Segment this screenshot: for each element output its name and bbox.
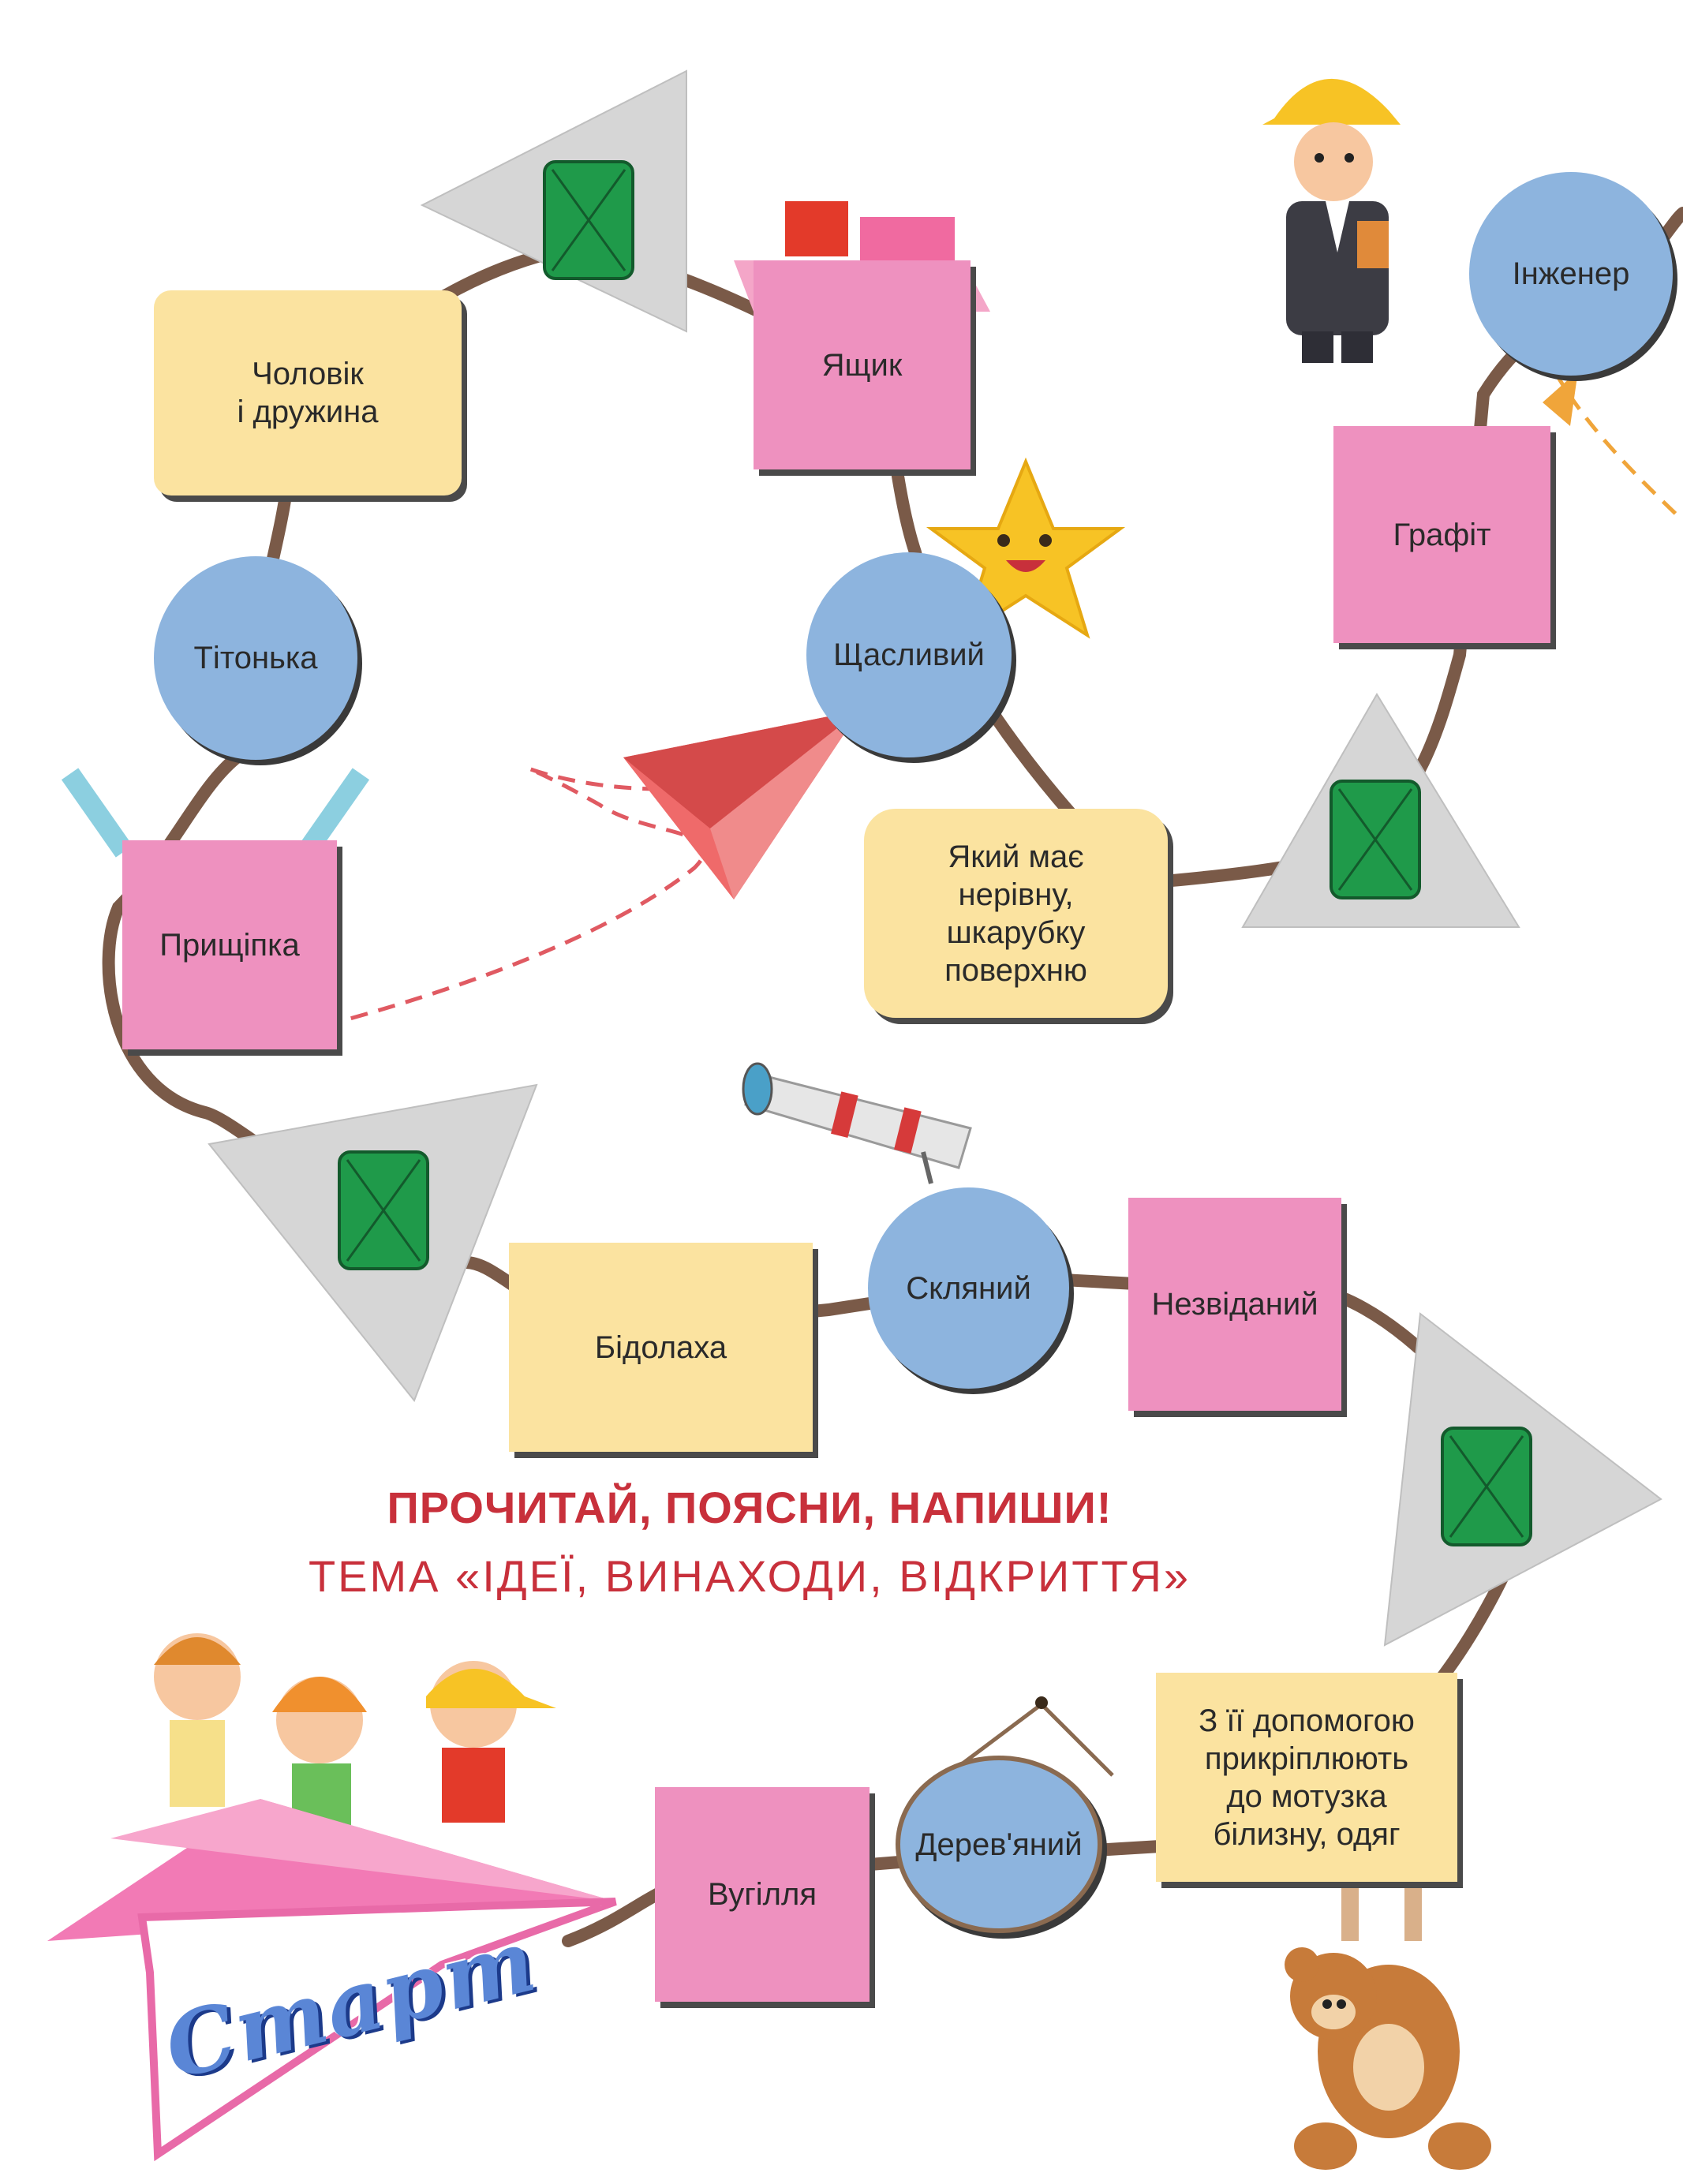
cell-label: Чоловік і дружина [237,357,379,429]
cell-nezvidanyi[interactable]: Незвіданий [1128,1198,1341,1411]
triangle-card-icon [1241,693,1520,928]
cell-cholovik-i-druzhyna[interactable]: Чоловік і дружина [154,290,462,496]
clothespin-icon [61,768,370,858]
page-subtitle: ТЕМА «ІДЕЇ, ВИНАХОДИ, ВІДКРИТТЯ» [308,1551,1191,1601]
triangle-card-icon [420,69,687,333]
teddy-bear-icon [1285,1866,1491,2170]
cell-sklianyi[interactable]: Скляний [868,1187,1069,1389]
cell-inzhener[interactable]: Інженер [1469,172,1673,376]
cell-pryshchipka-definition[interactable]: З її допомогою прикріплюють до мотузка б… [1156,1673,1457,1882]
cell-label: Скляний [906,1270,1031,1306]
cell-shkarubkyi-definition[interactable]: Який має нерівну, шкарубку поверхню [864,809,1168,1018]
cell-pryshchipka[interactable]: Прищіпка [122,840,337,1049]
cell-yashchyk[interactable]: Ящик [754,260,971,469]
engineer-icon [1262,78,1401,363]
page-title: ПРОЧИТАЙ, ПОЯСНИ, НАПИШИ! [387,1483,1113,1532]
cell-label: Прищіпка [159,927,300,963]
cell-label: Бідолаха [594,1329,727,1365]
kids-icon [154,1633,556,1842]
cell-bidolakha[interactable]: Бідолаха [509,1243,813,1452]
triangle-card-icon [1383,1312,1662,1647]
cell-label: Який має нерівну, шкарубку поверхню [944,839,1087,988]
cell-titonka[interactable]: Тітонька [154,556,357,760]
cell-shchaslyvyi[interactable]: Щасливий [806,552,1012,757]
cell-vuhillia[interactable]: Вугілля [655,1787,870,2002]
dashed-loop [323,766,707,1028]
paper-plane-icon [623,710,860,899]
cell-label: Ящик [821,347,903,383]
cell-label: Інженер [1512,256,1630,291]
paper-plane-pink-icon [47,1799,617,2162]
cell-label: Дерев'яний [915,1827,1083,1862]
dashed-right [1552,369,1683,522]
cell-label: Вугілля [707,1877,817,1912]
triangle-card-icon [208,1083,538,1402]
cell-label: Незвіданий [1151,1287,1318,1322]
arrow-right-icon [1543,371,1578,426]
cell-derevianyi[interactable]: Дерев'яний [896,1756,1102,1933]
cell-label: Тітонька [193,641,318,675]
cell-label: Графіт [1393,517,1491,552]
cell-label: З її допомогою прикріплюють до мотузка б… [1199,1703,1415,1852]
cell-hrafit[interactable]: Графіт [1333,426,1550,643]
cell-label: Щасливий [833,638,985,672]
telescope-icon [742,1062,972,1184]
